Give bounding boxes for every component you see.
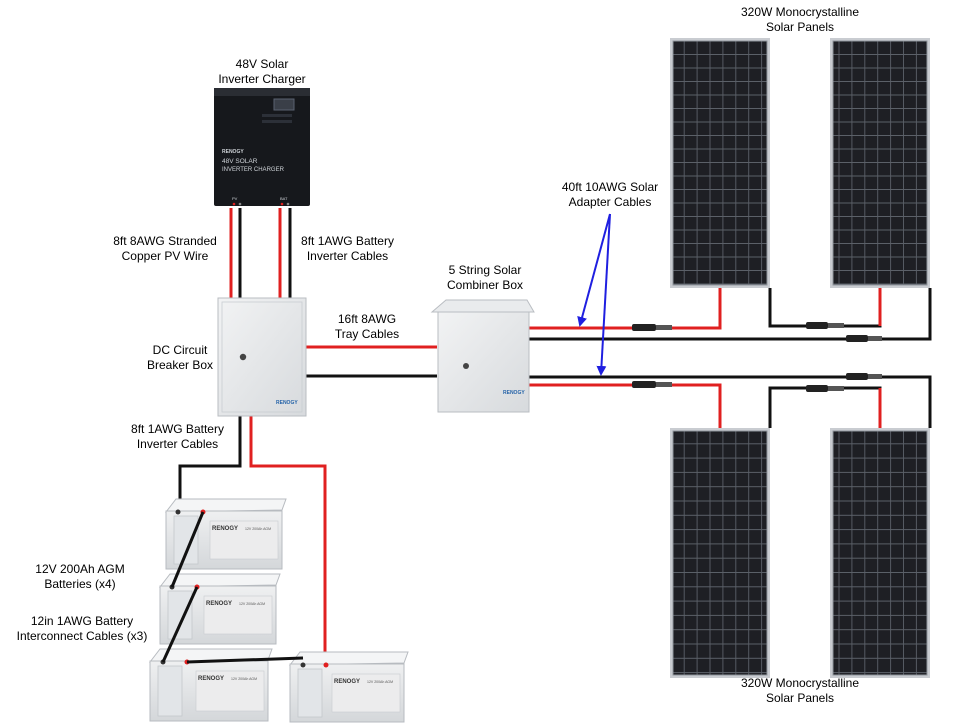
battery-1-model: 12V 200Ah AGM (245, 527, 271, 531)
combiner-brand: RENOGY (503, 390, 525, 396)
annotation-arrows (577, 213, 611, 376)
battery-cable-negative (178, 414, 242, 510)
label-inverter: 48V Solar Inverter Charger (218, 57, 306, 86)
inverter-brand: RENOGY (222, 149, 244, 155)
inverter-model-1: 48V SOLAR (222, 158, 258, 165)
mc4-connectors (632, 322, 882, 392)
inverter-port-pv: PV (232, 196, 238, 201)
wires (178, 208, 932, 665)
solar-panels-bottom (670, 428, 930, 678)
interconnect-1 (170, 511, 205, 588)
label-top-panels: 320W Monocrystalline Solar Panels (740, 5, 860, 34)
bottom-panel-series (768, 386, 882, 428)
label-combiner: 5 String Solar Combiner Box (446, 263, 524, 292)
battery-cable-positive (249, 414, 327, 665)
battery-interconnects (161, 511, 304, 664)
battery-3-brand: RENOGY (198, 676, 224, 682)
battery-2: RENOGY 12V 200Ah AGM (158, 573, 281, 645)
battery-1-brand: RENOGY (212, 526, 238, 532)
battery-1: RENOGY 12V 200Ah AGM (164, 498, 287, 570)
battery-4-model: 12V 200Ah AGM (367, 680, 393, 684)
label-inverter-battery-cables: 8ft 1AWG Battery Inverter Cables (301, 234, 394, 263)
adapter-cable-bottom-positive (529, 383, 722, 428)
label-batteries: 12V 200Ah AGM Batteries (x4) (35, 562, 125, 591)
adapter-cable-bottom-negative (529, 375, 932, 428)
inverter-model-2: INVERTER CHARGER (222, 167, 285, 173)
battery-2-model: 12V 200Ah AGM (239, 602, 265, 606)
adapter-arrow-top (577, 213, 611, 327)
battery-4: RENOGY 12V 200Ah AGM (288, 651, 409, 723)
interconnect-2 (161, 586, 199, 663)
adapter-cable-top-negative (529, 288, 932, 341)
breaker-lock-icon (239, 353, 247, 361)
label-bottom-panels: 320W Monocrystalline Solar Panels (740, 676, 860, 705)
combiner-lock-icon (463, 363, 469, 369)
interconnect-3 (186, 656, 304, 664)
battery-bank: RENOGY 12V 200Ah AGM RENOGY 12V 200Ah AG… (148, 498, 409, 723)
top-panel-series (768, 288, 882, 328)
adapter-arrow-bottom (596, 213, 611, 376)
breaker-brand: RENOGY (276, 400, 298, 406)
inverter-charger: RENOGY 48V SOLAR INVERTER CHARGER PV BAT (214, 88, 310, 206)
label-pv-wire: 8ft 8AWG Stranded Copper PV Wire (113, 234, 217, 263)
inverter-port-batt: BAT (280, 196, 288, 201)
solar-panels-top (670, 38, 930, 288)
battery-3-model: 12V 200Ah AGM (231, 677, 257, 681)
battery-4-brand: RENOGY (334, 679, 360, 685)
adapter-cable-top-positive (529, 288, 722, 330)
label-battery-inverter-cables: 8ft 1AWG Battery Inverter Cables (131, 422, 224, 451)
label-breaker: DC Circuit Breaker Box (146, 343, 214, 372)
dc-breaker-box: RENOGY (217, 297, 307, 417)
battery-2-brand: RENOGY (206, 601, 232, 607)
label-adapter-cables: 40ft 10AWG Solar Adapter Cables (561, 180, 659, 209)
solar-combiner-box: RENOGY (430, 299, 535, 413)
label-interconnect-cables: 12in 1AWG Battery Interconnect Cables (x… (16, 614, 148, 643)
label-tray-cables: 16ft 8AWG Tray Cables (334, 312, 400, 341)
